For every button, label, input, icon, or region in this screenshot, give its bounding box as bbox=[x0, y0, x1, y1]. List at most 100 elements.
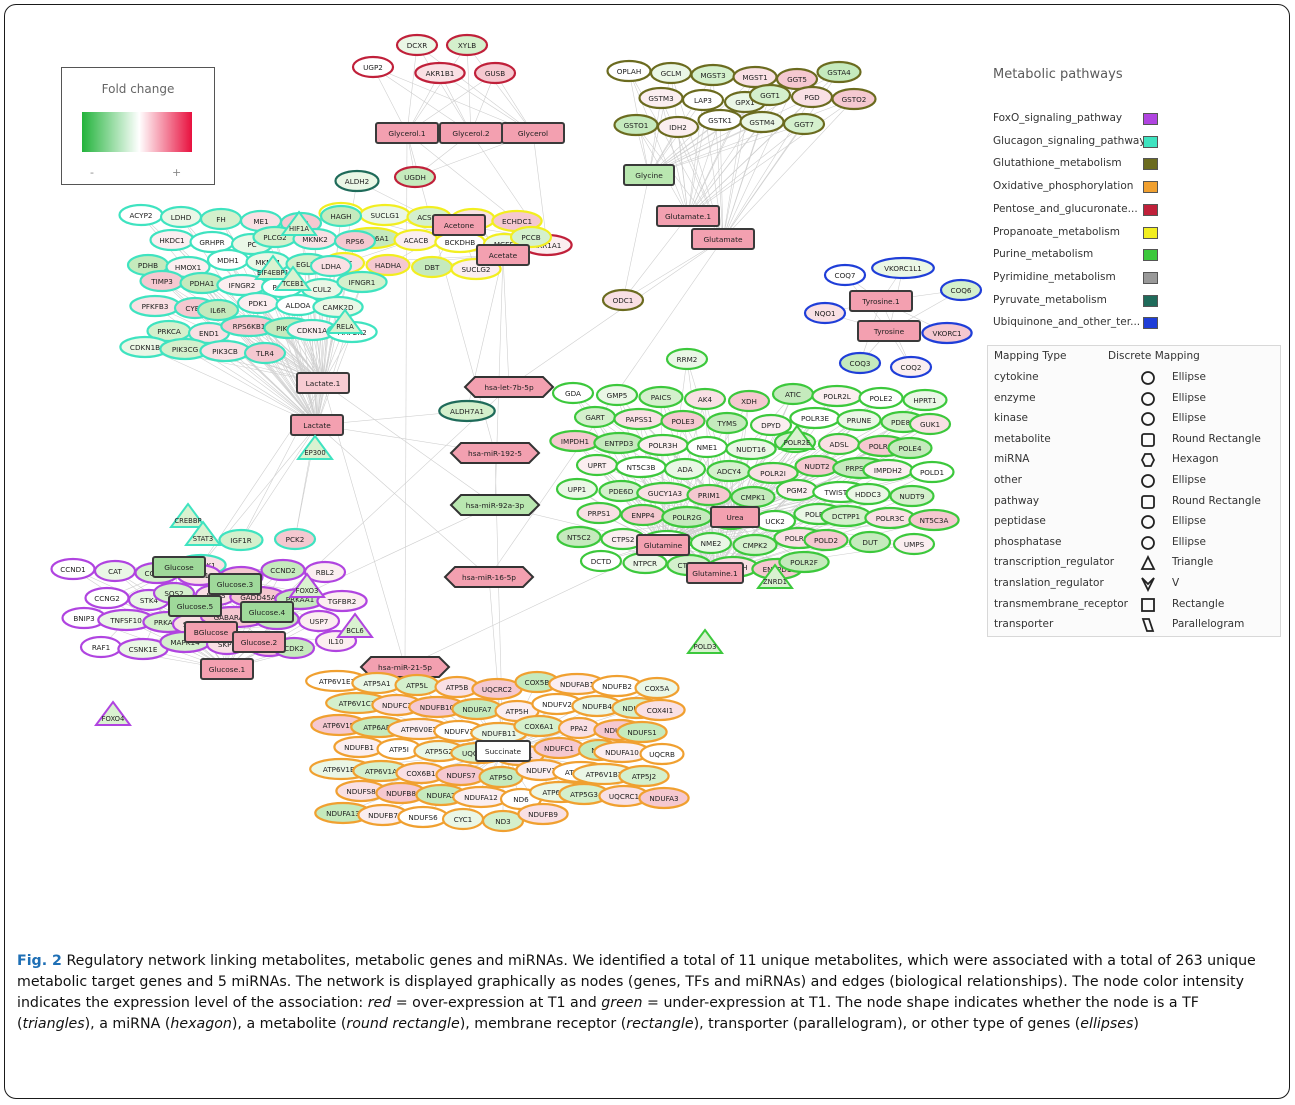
svg-text:Glucose.1: Glucose.1 bbox=[209, 665, 246, 674]
svg-text:NT5C2: NT5C2 bbox=[567, 533, 591, 542]
metabolite-node-urea: Urea bbox=[710, 506, 760, 528]
gene-node-adsl: ADSL bbox=[817, 432, 861, 456]
network-edge bbox=[687, 123, 805, 217]
svg-text:PRPS1L1: PRPS1L1 bbox=[845, 464, 876, 473]
svg-text:COX6A1: COX6A1 bbox=[524, 722, 553, 731]
gene-node-pole3: POLE3 bbox=[660, 409, 706, 433]
network-edge bbox=[719, 119, 724, 240]
svg-text:GART: GART bbox=[585, 413, 605, 422]
svg-text:Acetate: Acetate bbox=[489, 251, 518, 260]
metabolite-node-acetone: Acetone bbox=[432, 214, 486, 236]
network-edge bbox=[734, 448, 752, 518]
gene-node-cox4i1: COX4I1 bbox=[634, 698, 686, 722]
gene-node-rps6: RPS6 bbox=[333, 229, 377, 253]
tf-node-bcl6: BCL6 bbox=[336, 612, 374, 638]
svg-text:Glycerol.1: Glycerol.1 bbox=[388, 129, 426, 138]
gene-node-dpyd: DPYD bbox=[749, 413, 793, 437]
svg-text:TGFBR2: TGFBR2 bbox=[327, 597, 357, 606]
gene-node-ggt5: GGT5 bbox=[775, 67, 819, 91]
gene-node-adcy4: ADCY4 bbox=[706, 459, 752, 483]
network-edge bbox=[404, 132, 408, 668]
svg-text:NDUFV3: NDUFV3 bbox=[444, 727, 474, 736]
gene-node-odc1: ODC1 bbox=[601, 288, 645, 312]
gene-node-raf1: RAF1 bbox=[79, 635, 123, 659]
gene-node-nme2: NME2 bbox=[689, 531, 733, 555]
svg-text:GADD45A: GADD45A bbox=[240, 593, 276, 602]
gene-node-cat: CAT bbox=[93, 559, 137, 583]
tf-node-pold3: POLD3 bbox=[686, 628, 724, 654]
svg-text:GGT7: GGT7 bbox=[794, 120, 814, 129]
network-edge bbox=[240, 424, 318, 541]
network-edge bbox=[297, 304, 324, 384]
gene-node-ifngr1: IFNGR1 bbox=[336, 270, 388, 294]
network-edge bbox=[257, 302, 324, 384]
svg-text:RAF1: RAF1 bbox=[92, 643, 110, 652]
svg-text:DBT: DBT bbox=[425, 263, 440, 272]
svg-text:hsa-miR-21-5p: hsa-miR-21-5p bbox=[378, 663, 432, 672]
gene-node-nme1: NME1 bbox=[685, 435, 729, 459]
metabolite-node-glutamine-1: Glutamine.1 bbox=[686, 562, 744, 584]
gene-node-gda: GDA bbox=[551, 381, 595, 405]
metabolite-node-tyrosine: Tyrosine bbox=[857, 320, 921, 342]
metabolite-node-glutamine: Glutamine bbox=[636, 534, 690, 556]
triangle-shape-icon bbox=[1140, 555, 1156, 571]
gene-node-tgfbr2: TGFBR2 bbox=[316, 589, 368, 613]
gene-node-prune: PRUNE bbox=[836, 408, 882, 432]
gene-node-suclg1: SUCLG1 bbox=[359, 203, 411, 227]
svg-text:STK4: STK4 bbox=[140, 596, 159, 605]
svg-text:ACYP2: ACYP2 bbox=[130, 211, 153, 220]
caption-text: ), a miRNA ( bbox=[84, 1016, 171, 1032]
svg-text:ATP5L: ATP5L bbox=[406, 681, 428, 690]
svg-text:GSTK1: GSTK1 bbox=[708, 116, 732, 125]
caption-title: Regulatory network linking metabolites, … bbox=[66, 953, 568, 969]
gene-node-ggt7: GGT7 bbox=[782, 112, 826, 136]
svg-text:POLE2: POLE2 bbox=[869, 394, 892, 403]
gene-node-impdh1: IMPDH1 bbox=[549, 429, 601, 453]
svg-text:COX5B: COX5B bbox=[525, 678, 550, 687]
svg-text:NDUFA3: NDUFA3 bbox=[649, 794, 678, 803]
svg-text:NT5C3A: NT5C3A bbox=[920, 516, 949, 525]
pathway-legend-label: Pentose_and_glucuronate... bbox=[993, 202, 1138, 215]
svg-text:POLR2E: POLR2E bbox=[784, 439, 811, 447]
network-edge bbox=[722, 123, 805, 240]
metabolite-node-glycine: Glycine bbox=[623, 164, 675, 186]
mapping-value-label: Rectangle bbox=[1172, 597, 1225, 610]
roundrect-shape-icon bbox=[1141, 432, 1155, 447]
mapping-value-label: Hexagon bbox=[1172, 453, 1219, 466]
mapping-value-label: Parallelogram bbox=[1172, 618, 1245, 631]
svg-text:NDUFAB1: NDUFAB1 bbox=[560, 680, 594, 689]
gene-node-coq3: COQ3 bbox=[838, 351, 882, 375]
svg-text:Glucose.4: Glucose.4 bbox=[249, 608, 286, 617]
gene-node-tlr4: TLR4 bbox=[243, 341, 287, 365]
svg-text:CYBB: CYBB bbox=[185, 304, 204, 313]
gene-node-ndufb2: NDUFB2 bbox=[591, 674, 643, 698]
gene-node-cmpk1: CMPK1 bbox=[730, 485, 776, 509]
gene-node-ldha: LDHA bbox=[309, 254, 353, 278]
metabolite-node-glycerol-1: Glycerol.1 bbox=[375, 122, 439, 144]
gene-node-ccnd2: CCND2 bbox=[260, 558, 306, 582]
gene-node-gsto2: GSTO2 bbox=[831, 87, 877, 111]
svg-text:ODC1: ODC1 bbox=[613, 296, 634, 305]
network-edge bbox=[144, 346, 318, 426]
svg-text:Succinate: Succinate bbox=[485, 747, 522, 756]
gene-node-pold1: POLD1 bbox=[909, 460, 955, 484]
svg-text:COQ3: COQ3 bbox=[850, 359, 871, 368]
gene-node-pold2: POLD2 bbox=[803, 528, 849, 552]
pathway-legend-item: Pyruvate_metabolism bbox=[993, 291, 1183, 313]
svg-text:PAICS: PAICS bbox=[651, 393, 672, 402]
network-edge bbox=[687, 121, 763, 217]
svg-text:PLCG2: PLCG2 bbox=[263, 233, 287, 242]
svg-text:UQCRC1: UQCRC1 bbox=[609, 792, 639, 801]
tf-node-znrd1: ZNRD1 bbox=[756, 563, 794, 589]
svg-text:USP7: USP7 bbox=[310, 617, 329, 626]
network-edge bbox=[466, 44, 534, 134]
svg-text:IFNGR1: IFNGR1 bbox=[349, 278, 376, 287]
svg-text:PRIM1: PRIM1 bbox=[698, 491, 720, 500]
svg-text:PDE8A: PDE8A bbox=[891, 418, 915, 427]
gene-node-ndufs7: NDUFS7 bbox=[435, 763, 487, 787]
tf-node-hif1a: HIF1A bbox=[280, 210, 318, 236]
svg-text:NT5C3B: NT5C3B bbox=[627, 463, 656, 472]
